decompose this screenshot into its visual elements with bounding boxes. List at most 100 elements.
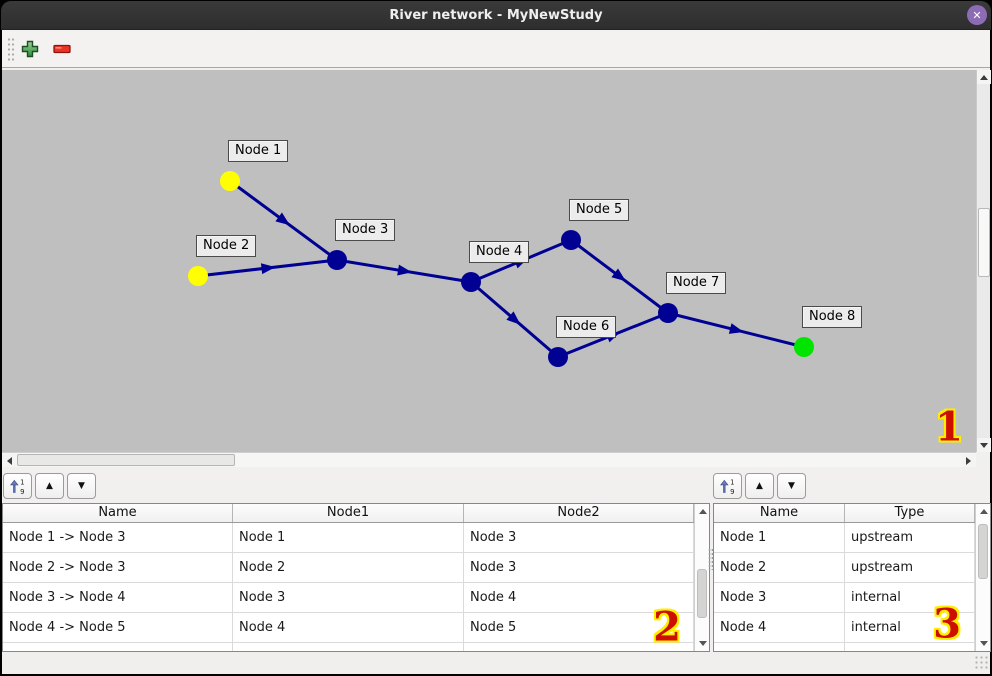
links-move-down-button[interactable]: ▼ (67, 473, 96, 499)
node-row[interactable] (714, 643, 990, 651)
scroll-down-arrow[interactable] (977, 438, 991, 452)
table-cell: Node 2 -> Node 3 (3, 553, 233, 583)
table-cell: Node 1 -> Node 3 (3, 523, 233, 553)
edge-arrow-icon (397, 264, 412, 276)
node-label: Node 3 (335, 219, 396, 241)
scroll-up-arrow[interactable] (977, 70, 991, 84)
table-cell (464, 643, 694, 651)
canvas-horizontal-scrollbar[interactable] (2, 452, 976, 467)
node-node-8[interactable] (794, 337, 814, 357)
nodes-move-up-button[interactable]: ▲ (745, 473, 774, 499)
close-icon: ✕ (972, 8, 982, 22)
annotation-number-3: 3 (933, 600, 961, 648)
table-cell: upstream (845, 523, 975, 553)
table-cell (845, 643, 975, 651)
table-cell: Node 3 (233, 583, 464, 613)
sort-ascending-icon: 1 9 (720, 478, 735, 495)
plus-icon (21, 40, 39, 58)
nodes-table-scrollbar[interactable] (975, 504, 990, 651)
svg-text:9: 9 (20, 487, 24, 494)
table-scrollbar-thumb[interactable] (978, 524, 988, 579)
table-cell: Node 4 -> Node 5 (3, 613, 233, 643)
down-triangle-icon: ▼ (78, 481, 85, 491)
title-bar[interactable]: River network - MyNewStudy ✕ (1, 1, 991, 30)
column-header-node1[interactable]: Node1 (233, 504, 464, 522)
links-sort-button[interactable]: 1 9 (3, 473, 32, 499)
svg-text:1: 1 (20, 478, 24, 486)
scroll-left-arrow[interactable] (2, 454, 16, 467)
links-move-up-button[interactable]: ▲ (35, 473, 64, 499)
add-node-button[interactable] (18, 37, 42, 61)
node-node-1[interactable] (220, 171, 240, 191)
edge-arrow-icon (260, 263, 276, 275)
scrollbar-corner (976, 452, 990, 467)
table-cell: Node 4 (714, 613, 845, 643)
toolbar-grip-handle[interactable] (7, 37, 15, 62)
node-label: Node 6 (556, 316, 617, 338)
scroll-up-arrow[interactable] (977, 505, 990, 518)
node-node-5[interactable] (561, 230, 581, 250)
horizontal-scrollbar-thumb[interactable] (17, 454, 235, 466)
column-header-type[interactable]: Type (845, 504, 975, 522)
status-bar (2, 652, 990, 674)
node-node-4[interactable] (461, 272, 481, 292)
scroll-down-arrow[interactable] (977, 637, 990, 650)
node-node-3[interactable] (327, 250, 347, 270)
close-button[interactable]: ✕ (967, 5, 987, 25)
table-cell: Node 1 (233, 523, 464, 553)
scroll-right-arrow[interactable] (961, 454, 975, 467)
window-title: River network - MyNewStudy (389, 8, 603, 23)
main-toolbar (2, 30, 990, 68)
column-header-node2[interactable]: Node2 (464, 504, 694, 522)
node-node-2[interactable] (188, 266, 208, 286)
table-cell (714, 643, 845, 651)
table-cell: Node 4 (233, 613, 464, 643)
node-label: Node 5 (569, 199, 630, 221)
vertical-scrollbar-thumb[interactable] (978, 208, 990, 277)
canvas-vertical-scrollbar[interactable] (976, 70, 991, 452)
remove-node-button[interactable] (50, 37, 74, 61)
nodes-move-down-button[interactable]: ▼ (777, 473, 806, 499)
table-cell: internal (845, 613, 975, 643)
table-scrollbar-thumb[interactable] (697, 569, 707, 618)
node-label: Node 4 (469, 241, 530, 263)
node-label: Node 2 (196, 235, 257, 257)
table-cell: Node 3 -> Node 4 (3, 583, 233, 613)
table-cell: Node 1 (714, 523, 845, 553)
table-cell: Node 2 (233, 553, 464, 583)
scroll-up-arrow[interactable] (696, 505, 709, 518)
links-table-scrollbar[interactable] (694, 504, 709, 651)
link-row[interactable] (3, 643, 709, 651)
table-cell: Node 2 (714, 553, 845, 583)
node-label: Node 7 (666, 272, 727, 294)
node-node-6[interactable] (548, 347, 568, 367)
column-header-name[interactable]: Name (714, 504, 845, 522)
table-cell (3, 643, 233, 651)
scroll-down-arrow[interactable] (696, 637, 709, 650)
column-header-name[interactable]: Name (3, 504, 233, 522)
up-triangle-icon: ▲ (756, 481, 763, 491)
node-node-7[interactable] (658, 303, 678, 323)
down-triangle-icon: ▼ (788, 481, 795, 491)
nodes-sort-button[interactable]: 1 9 (713, 473, 742, 499)
panel-splitter-handle[interactable] (708, 548, 714, 570)
sort-ascending-icon: 1 9 (10, 478, 25, 495)
table-cell: Node 5 (464, 613, 694, 643)
table-cell: Node 3 (464, 553, 694, 583)
window-resize-grip[interactable] (975, 656, 989, 670)
